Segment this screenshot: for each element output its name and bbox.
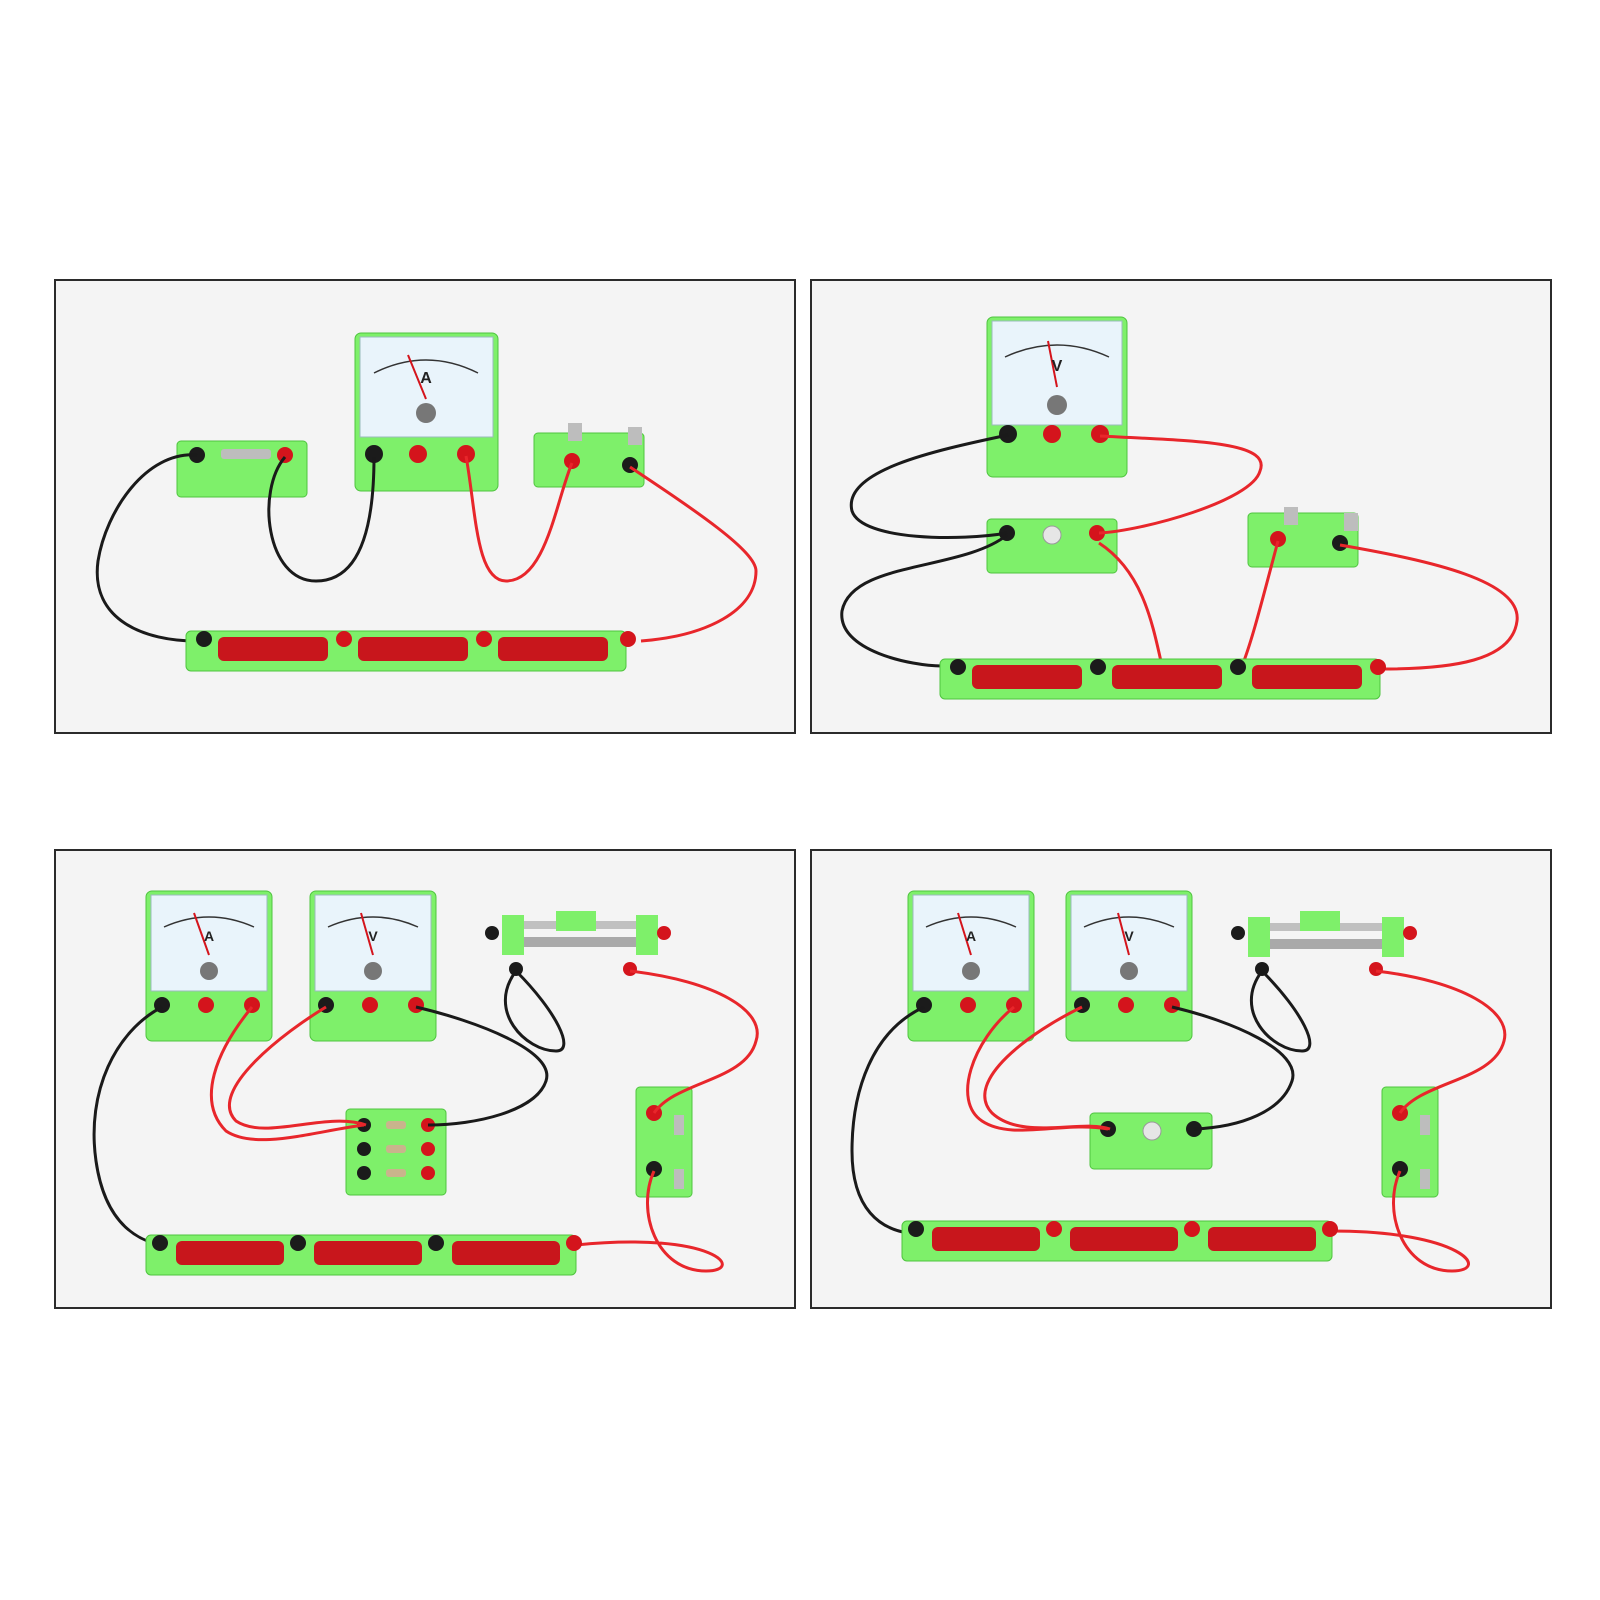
battery-pack (901, 1220, 1338, 1262)
circuit-photo-2: V (840, 316, 1519, 700)
rheostat (485, 911, 671, 976)
circuit-photo-3: A V (92, 890, 759, 1276)
wire-black (850, 1005, 925, 1235)
wire-red (1331, 1170, 1470, 1273)
voltmeter: V (986, 316, 1128, 478)
battery-pack (185, 630, 636, 672)
wire-black (267, 456, 376, 583)
wire-red (1240, 540, 1280, 667)
battery-pack (145, 1234, 582, 1276)
ammeter-letter: A (420, 370, 432, 387)
voltmeter: V (309, 890, 437, 1042)
battery-pack (939, 658, 1386, 700)
panel-rheostat-bulb-circuit: A V (810, 849, 1552, 1309)
wire-red (575, 1170, 724, 1273)
switch-module (176, 440, 308, 498)
voltmeter-letter: V (1052, 358, 1063, 375)
wire-black (1249, 969, 1312, 1053)
knife-switch (635, 1086, 693, 1198)
ammeter-letter: A (204, 928, 214, 944)
rheostat (1231, 911, 1417, 976)
resistor-board (345, 1108, 447, 1196)
wire-black (503, 969, 566, 1053)
panel-ammeter-circuit: A (54, 279, 796, 734)
panel-voltmeter-circuit: V (810, 279, 1552, 734)
voltmeter: V (1065, 890, 1193, 1042)
circuit-photo-1: A (95, 332, 758, 672)
circuit-photo-4: A V (850, 890, 1507, 1273)
knife-switch (1247, 507, 1359, 568)
wire-black (415, 1005, 549, 1127)
wire-red (1098, 434, 1263, 535)
knife-switch (533, 423, 645, 488)
wire-red (629, 969, 759, 1114)
voltmeter-letter: V (1124, 928, 1134, 944)
voltmeter-letter: V (368, 928, 378, 944)
wire-black (1171, 1005, 1295, 1131)
bulb-holder (1089, 1112, 1213, 1170)
wire-black (849, 433, 1009, 540)
wire-red (227, 1005, 367, 1130)
knife-switch (1381, 1086, 1439, 1198)
wire-red (210, 1006, 365, 1142)
wire-red (1339, 543, 1519, 671)
wire-red (983, 1005, 1111, 1131)
ammeter: A (145, 890, 273, 1042)
ammeter-letter: A (966, 928, 976, 944)
wire-red (464, 455, 574, 583)
wire-red (629, 465, 758, 643)
panel-rheostat-resistor-circuit: A V (54, 849, 796, 1309)
wire-black (92, 1005, 163, 1246)
ammeter: A (354, 332, 499, 492)
wire-black (840, 533, 1008, 668)
wire-red (1375, 969, 1507, 1114)
wire-black (95, 453, 198, 643)
bulb-holder (986, 518, 1118, 574)
wire-red (1098, 541, 1164, 667)
ammeter: A (907, 890, 1035, 1042)
